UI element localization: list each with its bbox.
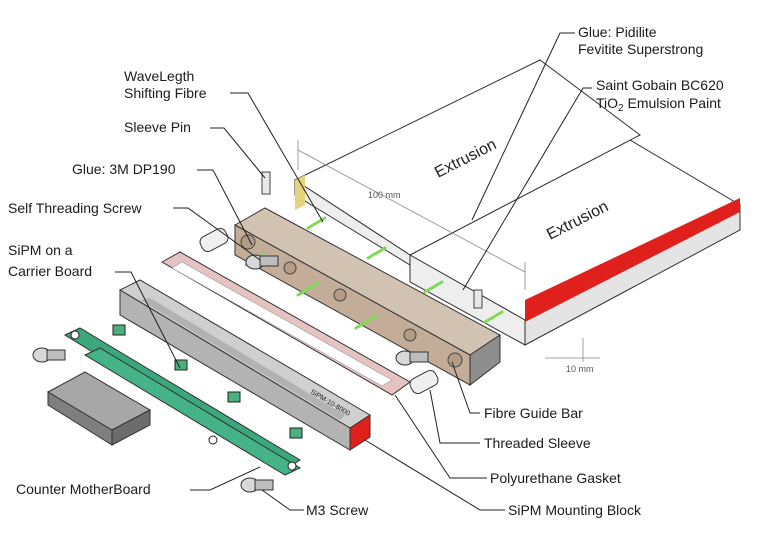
label-sipm-mounting-block: SiPM Mounting Block bbox=[508, 502, 642, 518]
self-threading-screws bbox=[245, 254, 429, 366]
dimension-length-label: 100 mm bbox=[368, 190, 401, 200]
label-saint-gobain-line2: TiO2 Emulsion Paint bbox=[596, 95, 721, 114]
dimension-length: 100 mm bbox=[297, 140, 526, 290]
fibre-guide-bar bbox=[233, 207, 501, 387]
extrusion-top: Extrusion bbox=[293, 59, 641, 266]
bc620-paint-stripe bbox=[525, 198, 740, 322]
label-sleeve-pin: Sleeve Pin bbox=[124, 119, 191, 135]
label-fibre-guide-bar: Fibre Guide Bar bbox=[484, 405, 583, 421]
label-glue-pidilite-line1: Glue: Pidilite bbox=[578, 24, 657, 40]
glue-patch bbox=[295, 175, 305, 210]
counter-motherboard bbox=[63, 327, 302, 476]
label-polyurethane-gasket: Polyurethane Gasket bbox=[490, 470, 621, 486]
sipm-carrier-boards bbox=[112, 324, 303, 439]
label-self-threading-screw: Self Threading Screw bbox=[8, 200, 142, 216]
label-sipm-carrier-line2: Carrier Board bbox=[8, 263, 92, 279]
callout-labels: Glue: Pidilite Fevitite Superstrong Wave… bbox=[8, 24, 724, 518]
sleeve-pin bbox=[261, 171, 483, 309]
label-sipm-carrier-line1: SiPM on a bbox=[8, 242, 73, 258]
label-threaded-sleeve: Threaded Sleeve bbox=[484, 435, 591, 451]
label-wls-line2: Shifting Fibre bbox=[124, 85, 207, 101]
label-saint-gobain-line1: Saint Gobain BC620 bbox=[596, 77, 724, 93]
motherboard-connector bbox=[46, 371, 152, 446]
sipm-mounting-block: SiPM-10-8000 bbox=[118, 279, 371, 451]
m3-screws bbox=[32, 347, 274, 493]
polyurethane-gasket bbox=[160, 251, 411, 396]
label-glue-3m: Glue: 3M DP190 bbox=[72, 161, 176, 177]
dimension-thickness: 10 mm bbox=[545, 338, 600, 374]
extrusion-bottom: Extrusion bbox=[408, 139, 742, 346]
dimension-thickness-label: 10 mm bbox=[566, 364, 594, 374]
label-wls-line1: WaveLegth bbox=[124, 68, 194, 84]
leader-lines bbox=[115, 32, 592, 511]
threaded-sleeves bbox=[199, 227, 439, 395]
label-m3-screw: M3 Screw bbox=[306, 502, 369, 518]
label-glue-pidilite-line2: Fevitite Superstrong bbox=[578, 41, 703, 57]
label-counter-motherboard: Counter MotherBoard bbox=[16, 481, 151, 497]
